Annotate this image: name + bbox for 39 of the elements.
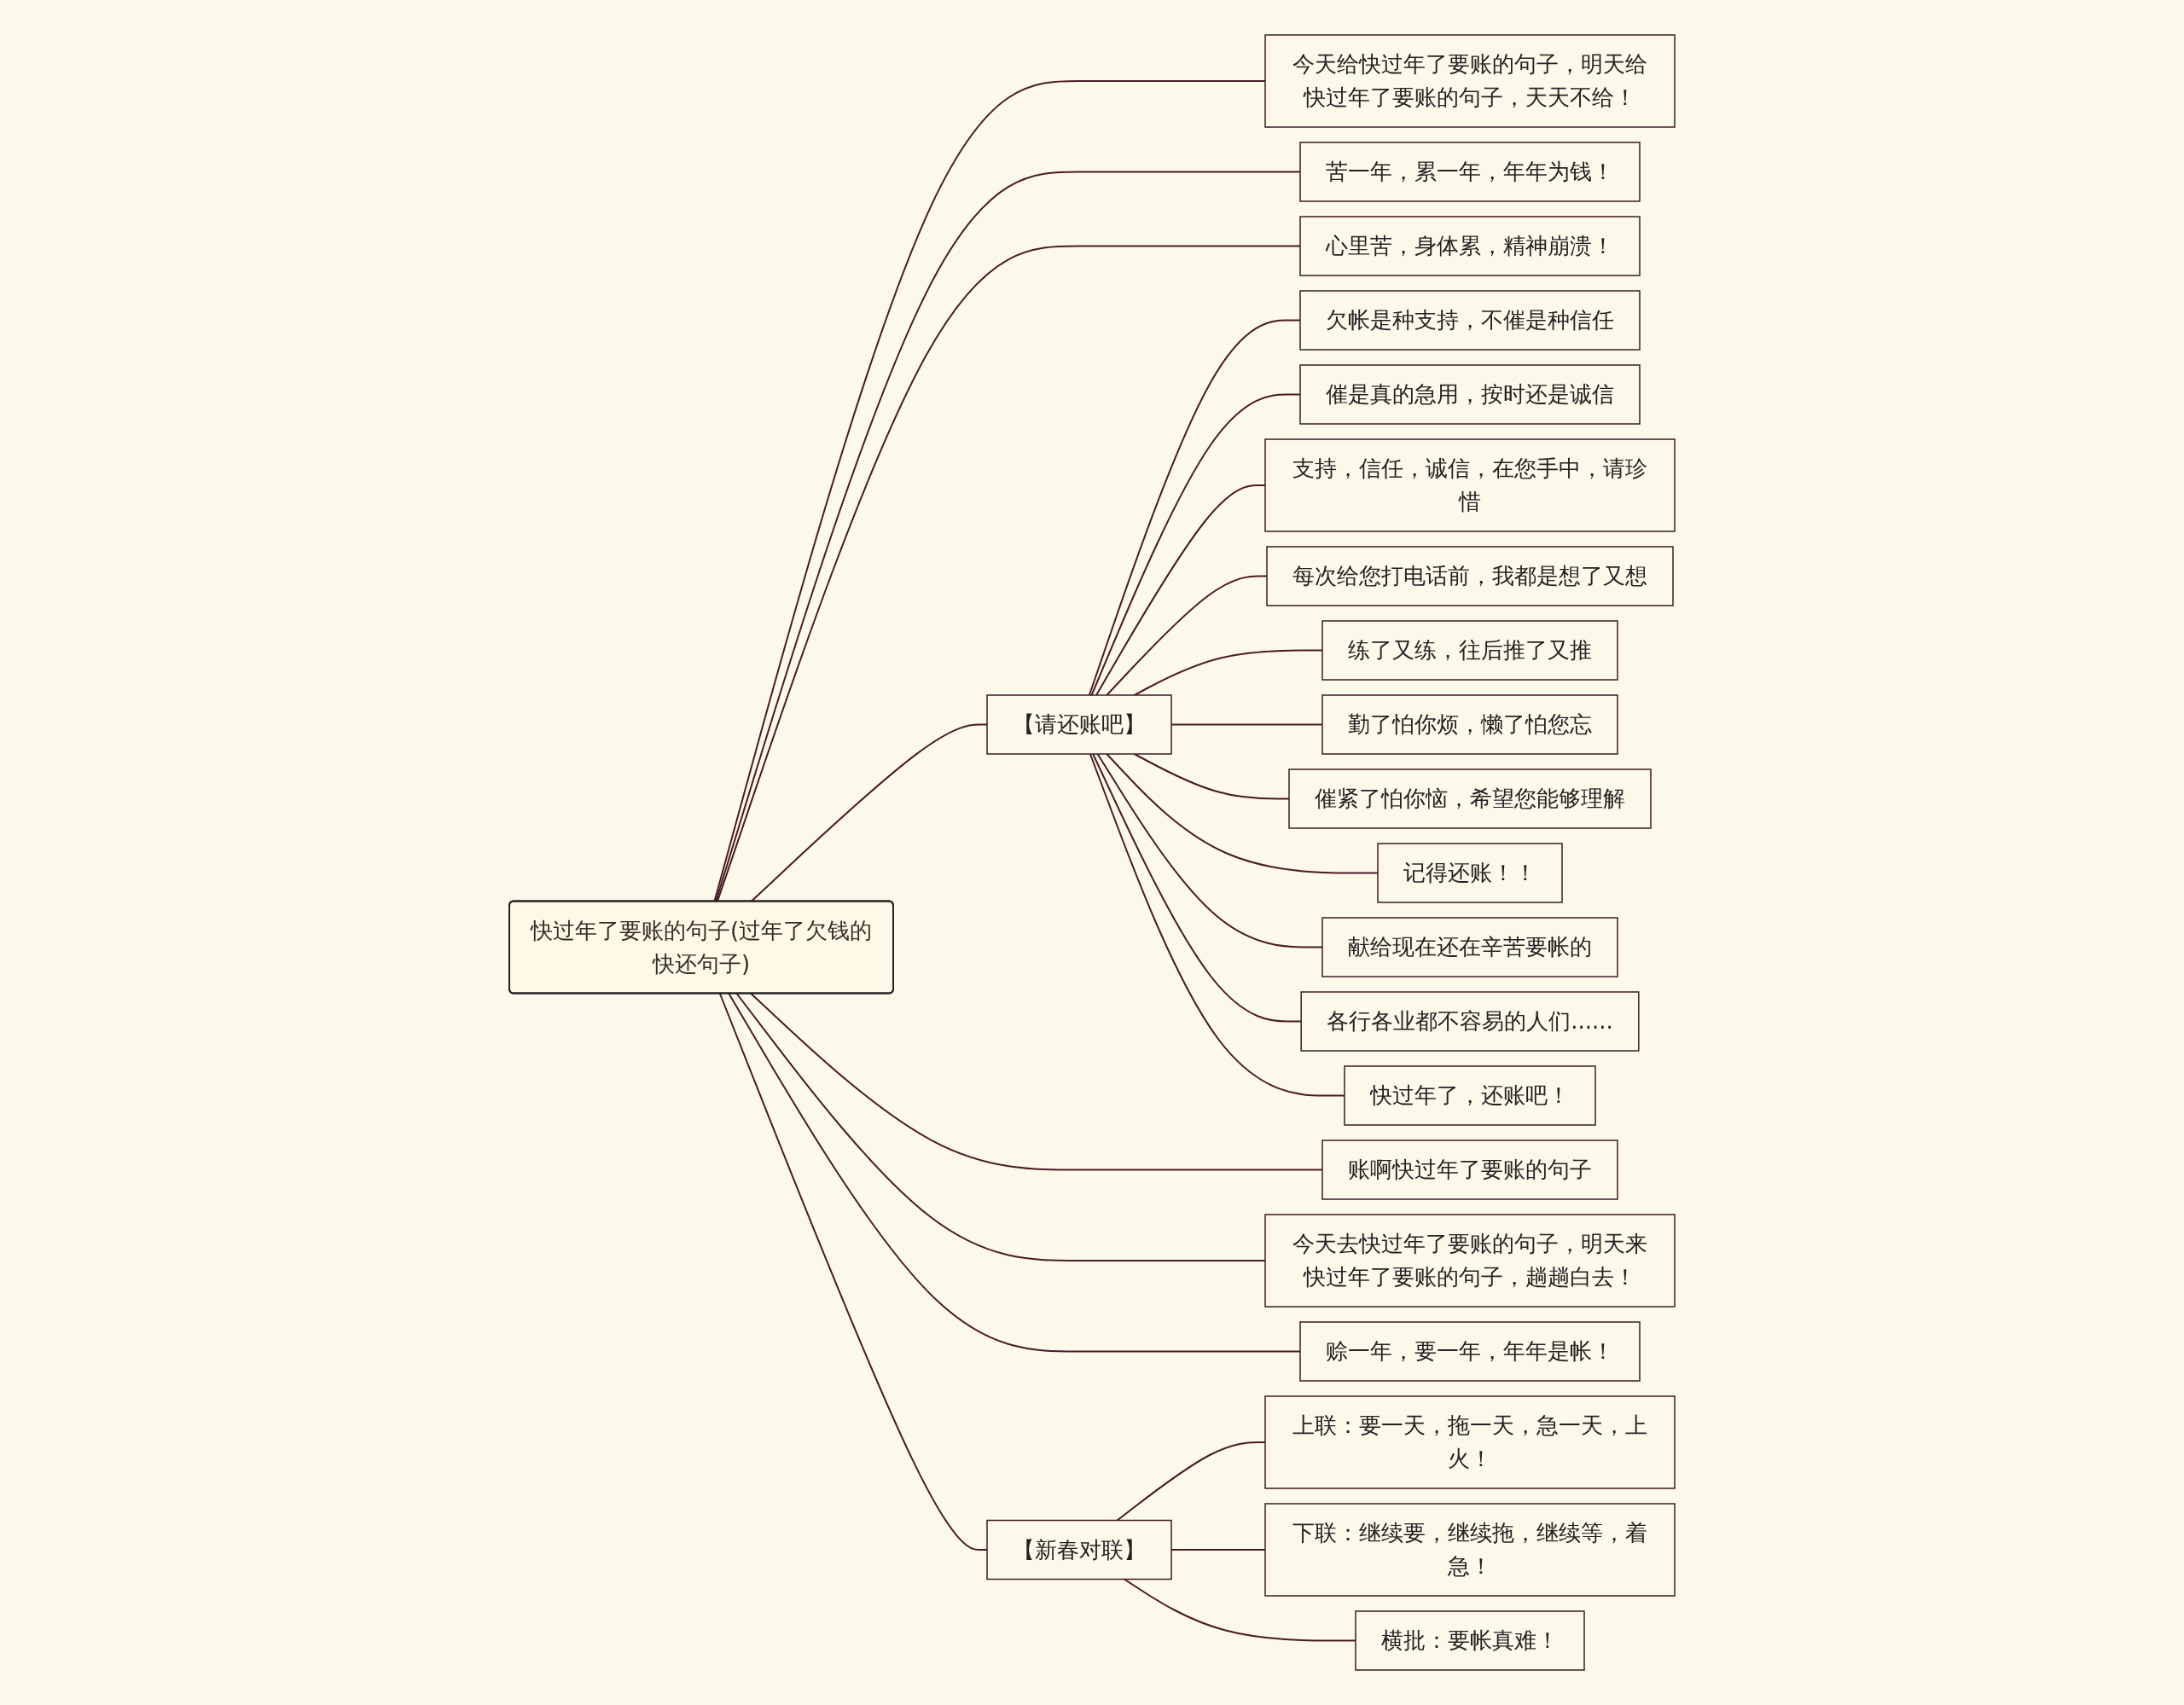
node-box: 各行各业都不容易的人们...... <box>1300 991 1640 1052</box>
node-box: 支持，信任，诚信，在您手中，请珍惜 <box>1264 438 1676 532</box>
node-box: 每次给您打电话前，我都是想了又想 <box>1266 546 1674 606</box>
node-box: 勤了怕你烦，懒了怕您忘 <box>1321 694 1618 755</box>
node-box: 欠帐是种支持，不催是种信任 <box>1299 290 1641 351</box>
connector <box>1096 753 1323 948</box>
connector <box>750 723 988 902</box>
connector <box>1088 319 1301 696</box>
node-box: 【请还账吧】 <box>986 694 1172 755</box>
connector <box>718 993 988 1551</box>
node-box: 横批：要帐真难！ <box>1355 1610 1585 1671</box>
node-box: 赊一年，要一年，年年是帐！ <box>1299 1321 1641 1382</box>
connector <box>1090 393 1301 696</box>
connector <box>1133 753 1290 800</box>
node-box: 上联：要一天，拖一天，急一天，上火！ <box>1264 1395 1676 1489</box>
connector <box>735 993 1266 1261</box>
connector <box>1133 649 1323 696</box>
connector <box>750 993 1323 1171</box>
node-box: 快过年了，还账吧！ <box>1344 1065 1596 1126</box>
connector <box>1095 484 1266 696</box>
node-box: 今天去快过年了要账的句子，明天来快过年了要账的句子，趟趟白去！ <box>1264 1214 1676 1308</box>
connector <box>713 80 1266 902</box>
node-box: 苦一年，累一年，年年为钱！ <box>1299 142 1641 202</box>
node-box: 下联：继续要，继续拖，继续等，着急！ <box>1264 1503 1676 1597</box>
node-box: 催紧了怕你恼，希望您能够理解 <box>1288 768 1652 829</box>
node-box: 献给现在还在辛苦要帐的 <box>1321 917 1618 977</box>
node-box: 今天给快过年了要账的句子，明天给快过年了要账的句子，天天不给！ <box>1264 34 1676 128</box>
node-box: 【新春对联】 <box>986 1519 1172 1580</box>
node-box: 催是真的急用，按时还是诚信 <box>1299 364 1641 425</box>
connector <box>1106 575 1268 696</box>
connector <box>1116 1441 1266 1522</box>
node-box: 记得还账！！ <box>1377 843 1563 903</box>
connector <box>728 993 1301 1353</box>
node-box: 练了又练，往后推了又推 <box>1321 620 1618 681</box>
connector <box>1106 753 1379 874</box>
node-box: 心里苦，身体累，精神崩溃！ <box>1299 216 1641 276</box>
connector <box>1089 753 1345 1097</box>
connector <box>1123 1578 1356 1642</box>
node-box: 账啊快过年了要账的句子 <box>1321 1140 1618 1200</box>
